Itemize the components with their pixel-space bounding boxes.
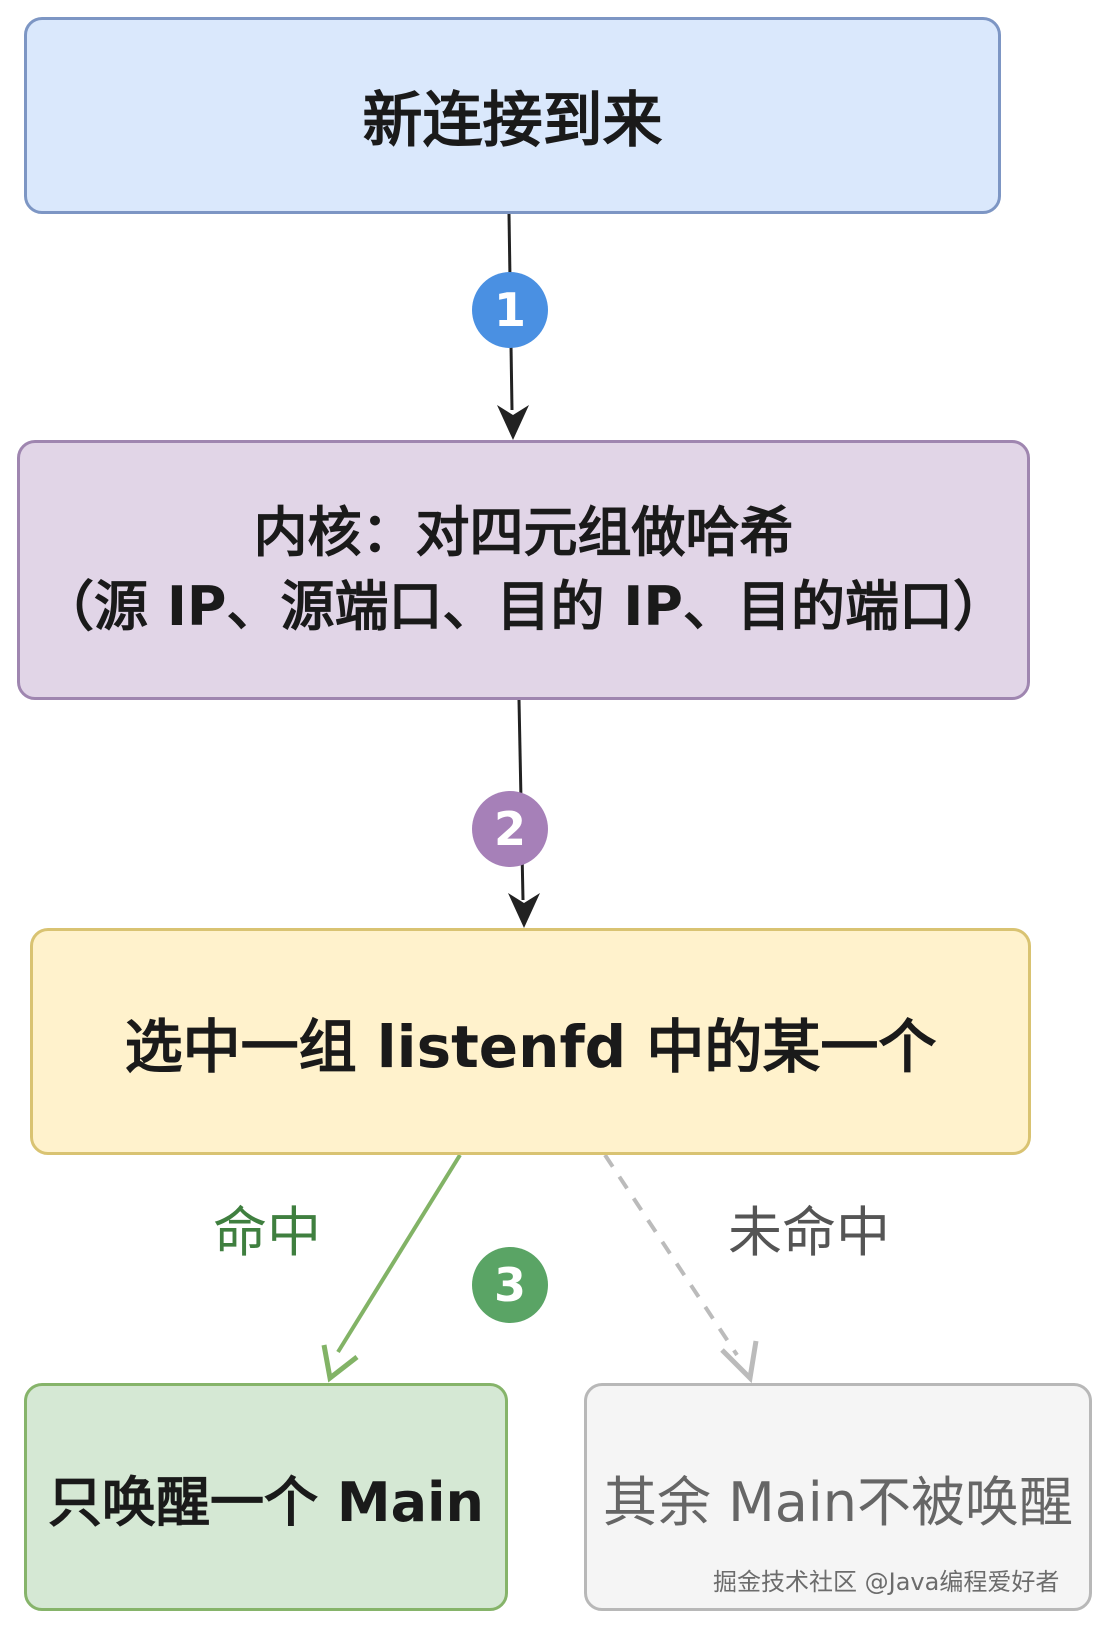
step-badge-3: 3 (472, 1247, 548, 1323)
miss-edge-label: 未命中 (728, 1201, 890, 1264)
arrowhead-step1 (497, 405, 529, 440)
new-connection-label: 新连接到来 (362, 86, 663, 156)
step-1-number: 1 (493, 283, 526, 337)
step-2-number: 2 (493, 802, 526, 856)
step-3-number: 3 (493, 1258, 526, 1312)
kernel-hash-label-line1: 内核：对四元组做哈希 (253, 501, 794, 564)
arrow-hit (336, 1153, 462, 1354)
step-badge-2: 2 (472, 791, 548, 867)
arrow-miss (603, 1153, 739, 1357)
arrowhead-miss (720, 1340, 759, 1384)
wake-one-main-label: 只唤醒一个 Main (48, 1470, 484, 1534)
hit-edge-label: 命中 (213, 1201, 321, 1264)
step-badge-1: 1 (472, 272, 548, 348)
others-not-woken-node: 其余 Main不被唤醒 (584, 1383, 1092, 1611)
new-connection-node: 新连接到来 (24, 17, 1001, 214)
others-not-woken-label: 其余 Main不被唤醒 (602, 1470, 1074, 1534)
kernel-hash-node: 内核：对四元组做哈希 （源 IP、源端口、目的 IP、目的端口） (17, 440, 1030, 700)
select-listenfd-label: 选中一组 listenfd 中的某一个 (124, 1012, 937, 1081)
select-listenfd-node: 选中一组 listenfd 中的某一个 (30, 928, 1031, 1155)
kernel-hash-label-line2: （源 IP、源端口、目的 IP、目的端口） (40, 575, 1007, 638)
arrowhead-step2 (508, 893, 540, 928)
arrowhead-hit (321, 1344, 359, 1383)
watermark-text: 掘金技术社区 @Java编程爱好者 (713, 1568, 1060, 1596)
wake-one-main-node: 只唤醒一个 Main (24, 1383, 508, 1611)
